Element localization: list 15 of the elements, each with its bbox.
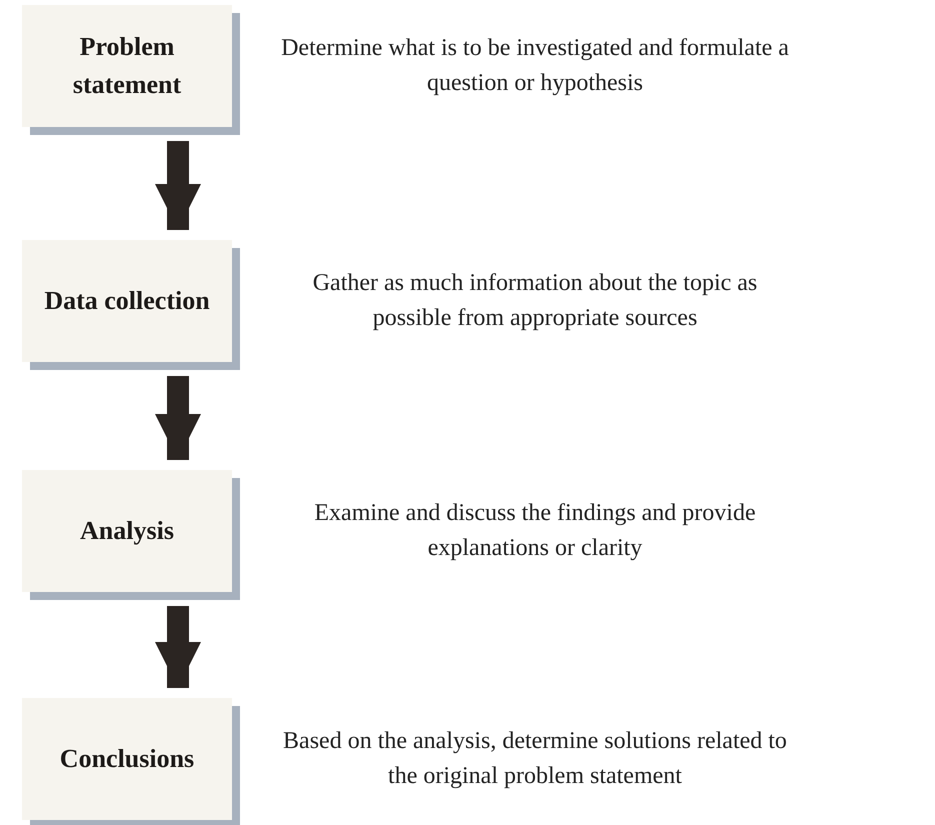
step-title: Problem statement	[72, 31, 182, 101]
step-description: Gather as much information about the topic as possible from appropriate sources	[312, 269, 758, 333]
step-box	[22, 5, 232, 127]
down-arrow	[155, 606, 201, 688]
step-box	[22, 240, 232, 362]
step-description: Determine what is to be investigated and formulate a question or hypothesis	[280, 34, 790, 98]
step-title: Conclusions	[60, 743, 194, 776]
step-description: Examine and discuss the findings and provide explanations or clarity	[313, 499, 757, 563]
step-description: Based on the analysis, determine solutions related to the original problem statement	[282, 727, 788, 791]
down-arrow	[155, 376, 201, 460]
step-title: Data collection	[44, 285, 210, 318]
step-box	[22, 698, 232, 820]
down-arrow	[155, 141, 201, 230]
step-box	[22, 470, 232, 592]
step-title: Analysis	[80, 515, 174, 548]
